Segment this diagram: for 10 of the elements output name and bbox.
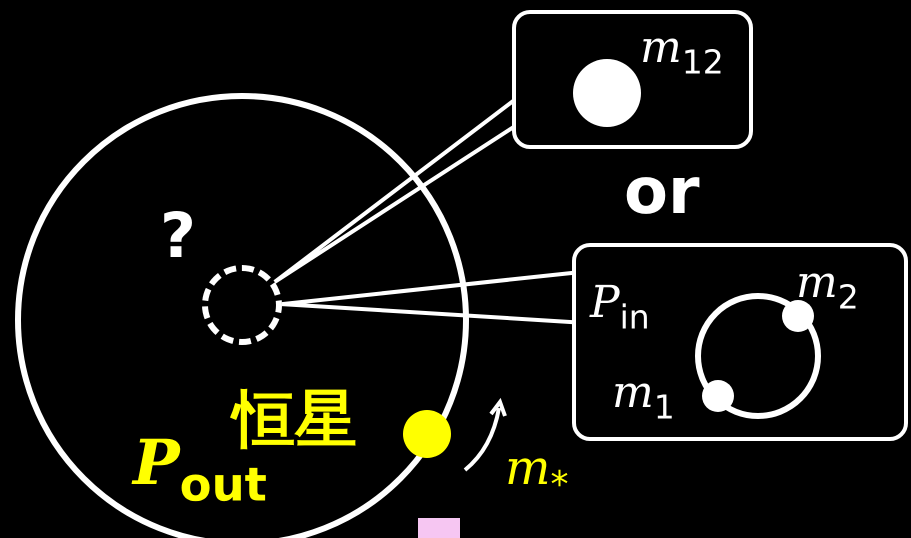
mass-label: m$_{12}$ [640, 26, 724, 79]
dashed-circle [202, 265, 282, 345]
or-label: or [624, 160, 700, 224]
callout-box [572, 243, 908, 441]
period-label: P$_{in}$ [590, 281, 650, 334]
mass-label: m$_{1}$ [612, 371, 675, 424]
callout-box [512, 10, 753, 149]
mass-label: m$_{*}$ [505, 444, 569, 504]
question-mark: ? [160, 205, 196, 267]
mass-label: m$_{2}$ [796, 261, 859, 314]
